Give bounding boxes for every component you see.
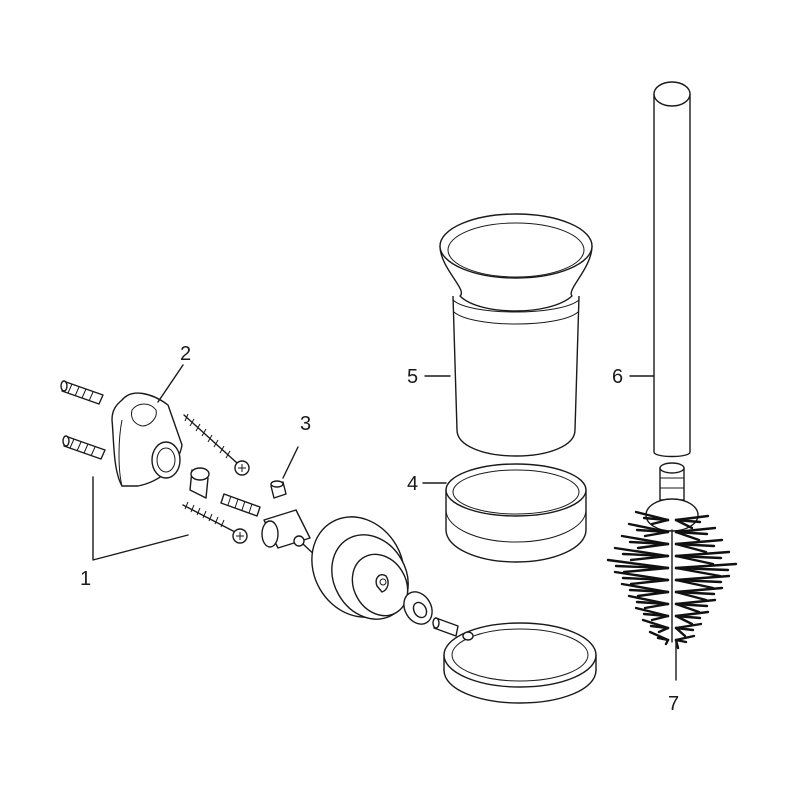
holder-ring <box>443 622 597 704</box>
bristle <box>649 624 670 630</box>
brush-head <box>606 462 738 650</box>
bristle <box>657 626 670 634</box>
bristle <box>629 578 670 586</box>
screw-lower <box>182 501 248 544</box>
bristle <box>674 578 723 584</box>
bristle <box>674 530 709 536</box>
sealing-ring <box>445 463 587 563</box>
part-number-7: 7 <box>668 693 679 715</box>
wall-plug-upper <box>60 380 104 405</box>
bristle <box>622 566 670 574</box>
bristle <box>674 518 702 524</box>
bristle <box>674 566 722 578</box>
mount-stud <box>432 617 459 637</box>
bristle <box>674 602 709 608</box>
bristle <box>674 542 716 548</box>
part-number-6: 6 <box>612 366 623 388</box>
bristle <box>674 590 716 596</box>
sleeve <box>189 467 210 499</box>
threaded-pin <box>220 493 261 517</box>
bristle <box>656 636 670 642</box>
bristle <box>650 518 670 526</box>
glass-tumbler <box>439 213 593 457</box>
coupling-nut <box>261 509 319 559</box>
bristle <box>674 530 701 542</box>
brush-bristles <box>606 510 738 650</box>
wall-bracket <box>111 392 183 487</box>
bristle <box>674 638 688 644</box>
bristle <box>674 626 687 638</box>
leader-part-3 <box>282 446 299 479</box>
bristle <box>674 542 708 554</box>
screw-upper <box>183 413 250 476</box>
part-number-2: 2 <box>180 343 191 365</box>
bristle <box>642 516 670 522</box>
part-number-5: 5 <box>407 366 418 388</box>
part-number-3: 3 <box>300 413 311 435</box>
rosette <box>311 516 409 620</box>
bristle <box>674 626 695 632</box>
bristle <box>643 602 670 610</box>
bristle <box>636 590 670 598</box>
bristle <box>642 612 670 618</box>
bristle <box>674 554 723 560</box>
part-number-4: 4 <box>407 473 418 495</box>
bristle <box>674 634 696 642</box>
bristle <box>674 554 715 566</box>
bristle <box>635 528 670 534</box>
bristle <box>629 554 670 562</box>
washer <box>403 591 433 625</box>
wall-plug-lower <box>62 435 106 460</box>
bristle <box>674 518 694 530</box>
bristle <box>674 614 694 626</box>
bristle <box>643 530 670 538</box>
bristle <box>650 614 670 622</box>
bristle <box>636 542 670 550</box>
grub-screw <box>270 480 287 499</box>
leader-part-1 <box>92 476 189 561</box>
leader-part-2 <box>157 364 184 403</box>
bristle <box>674 578 715 590</box>
bristle <box>674 566 730 572</box>
handle-rod <box>653 81 691 458</box>
bristle <box>664 638 670 646</box>
bristle <box>674 614 702 620</box>
part-number-1: 1 <box>80 568 91 590</box>
bristle <box>674 602 701 614</box>
bristle <box>674 590 708 602</box>
bristle <box>635 600 670 606</box>
